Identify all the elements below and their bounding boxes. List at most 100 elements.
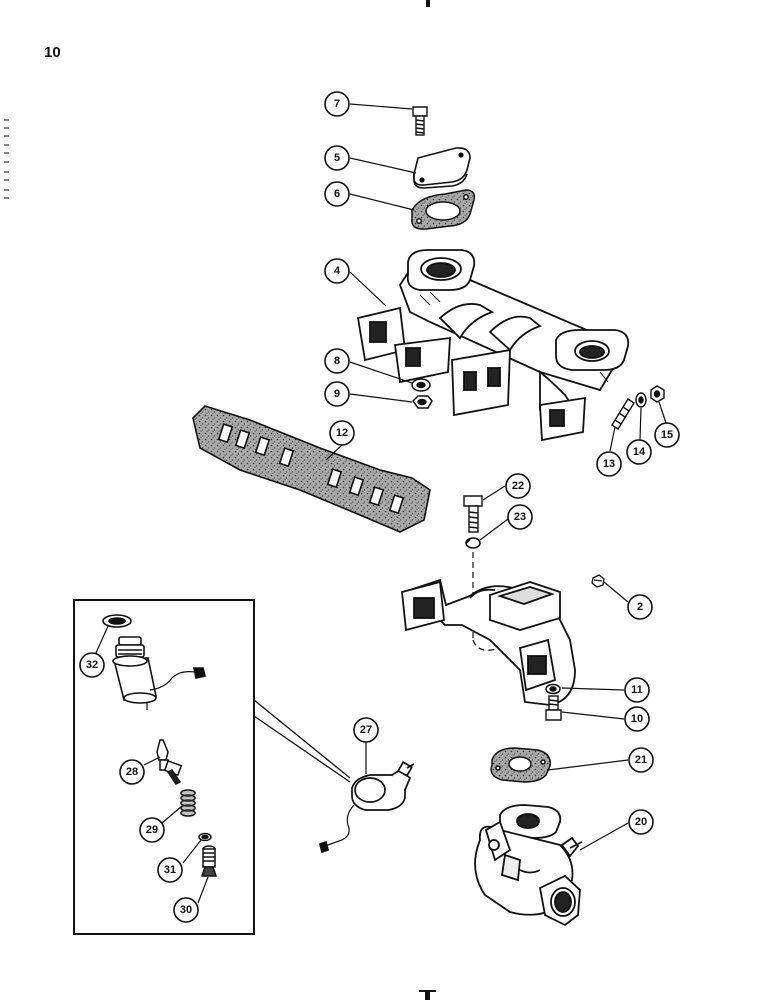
- page-number: 10: [44, 44, 61, 61]
- part-lock-washer-11: [545, 683, 561, 695]
- leader-8: [349, 361, 413, 384]
- svg-text:23: 23: [514, 511, 526, 523]
- svg-text:6: 6: [334, 188, 340, 200]
- callout-28: 28: [119, 759, 145, 785]
- leader-7: [349, 103, 413, 110]
- callout-23: 23: [507, 504, 533, 530]
- part-cap-screw-10: [545, 695, 562, 721]
- part-gasket-6: [411, 189, 476, 230]
- part-spring-29: [180, 789, 196, 817]
- leader-12: [325, 444, 343, 461]
- part-stud-13: [611, 398, 635, 430]
- svg-text:29: 29: [146, 824, 158, 836]
- callout-14: 14: [626, 439, 652, 465]
- svg-text:13: 13: [603, 458, 615, 470]
- leader-11: [561, 687, 625, 691]
- callout-6: 6: [324, 181, 350, 207]
- callout-12: 12: [329, 420, 355, 446]
- part-nut-15: [650, 385, 665, 403]
- leader-22: [482, 485, 506, 501]
- part-washer-14: [635, 392, 647, 408]
- part-plunger-28: [156, 739, 183, 785]
- part-manifold-riser: [401, 578, 576, 706]
- margin-marks: [4, 119, 9, 199]
- svg-text:11: 11: [631, 684, 643, 696]
- part-lock-washer-23: [465, 537, 481, 549]
- callout-4: 4: [324, 258, 350, 284]
- callout-31: 31: [157, 857, 183, 883]
- part-washer-8: [411, 378, 431, 392]
- svg-text:14: 14: [633, 446, 646, 458]
- callout-5: 5: [324, 145, 350, 171]
- svg-text:20: 20: [635, 816, 647, 828]
- part-solenoid-body-inset: [112, 636, 206, 710]
- callout-21: 21: [628, 747, 654, 773]
- leader-4: [349, 271, 387, 307]
- callout-11: 11: [624, 677, 650, 703]
- svg-text:4: 4: [334, 265, 341, 277]
- callout-9: 9: [324, 381, 350, 407]
- leader-13: [609, 426, 616, 452]
- leader-14: [639, 407, 642, 441]
- callout-8: 8: [324, 348, 350, 374]
- leader-15: [658, 401, 667, 424]
- leader-5: [349, 157, 417, 174]
- leader-31: [182, 839, 202, 864]
- part-intake-manifold-4: [356, 249, 630, 442]
- leader-23: [479, 518, 509, 541]
- svg-text:8: 8: [334, 355, 340, 367]
- callout-27: 27: [353, 717, 379, 743]
- part-seal-32: [102, 614, 132, 628]
- detail-inset-box: [73, 599, 351, 935]
- callout-30: 30: [173, 897, 199, 923]
- svg-text:22: 22: [512, 480, 524, 492]
- svg-text:12: 12: [336, 427, 348, 439]
- part-cover-plate-5: [412, 147, 471, 189]
- leader-9: [349, 393, 413, 403]
- part-pipe-plug-2: [591, 574, 605, 588]
- callout-29: 29: [139, 817, 165, 843]
- callout-20: 20: [628, 809, 654, 835]
- leader-10: [561, 711, 625, 720]
- svg-text:7: 7: [334, 98, 340, 110]
- svg-text:28: 28: [126, 766, 138, 778]
- leader-32: [95, 625, 109, 654]
- leader-6: [349, 193, 415, 211]
- svg-text:15: 15: [661, 429, 673, 441]
- leader-29: [161, 805, 183, 824]
- svg-text:27: 27: [360, 724, 372, 736]
- leader-20: [579, 822, 629, 851]
- leader-21: [547, 759, 629, 771]
- part-solenoid-27: [318, 761, 415, 854]
- part-carburetor-20: [474, 804, 583, 927]
- callout-22: 22: [505, 473, 531, 499]
- callout-10: 10: [624, 706, 650, 732]
- svg-text:9: 9: [334, 388, 340, 400]
- svg-text:31: 31: [164, 864, 176, 876]
- top-registration-mark: [426, 0, 430, 7]
- callout-7: 7: [324, 91, 350, 117]
- part-nut-9: [412, 395, 433, 409]
- svg-text:2: 2: [637, 601, 643, 613]
- part-fitting-30: [200, 845, 218, 877]
- callout-2: 2: [627, 594, 653, 620]
- svg-text:5: 5: [334, 152, 340, 164]
- part-bolt-22: [463, 495, 483, 533]
- svg-text:32: 32: [86, 659, 98, 671]
- callout-13: 13: [596, 451, 622, 477]
- leader-2: [603, 581, 629, 603]
- svg-text:21: 21: [635, 754, 647, 766]
- svg-text:10: 10: [631, 713, 643, 725]
- leader-28: [143, 756, 161, 766]
- leader-lines: [143, 103, 667, 904]
- callout-15: 15: [654, 422, 680, 448]
- callout-32: 32: [79, 652, 105, 678]
- part-manifold-gasket-12: [192, 405, 431, 533]
- bottom-registration-mark: [425, 990, 430, 1000]
- part-cap-screw-7: [412, 106, 428, 136]
- svg-text:30: 30: [180, 904, 192, 916]
- part-o-ring-31: [198, 832, 212, 842]
- leader-30: [197, 876, 209, 904]
